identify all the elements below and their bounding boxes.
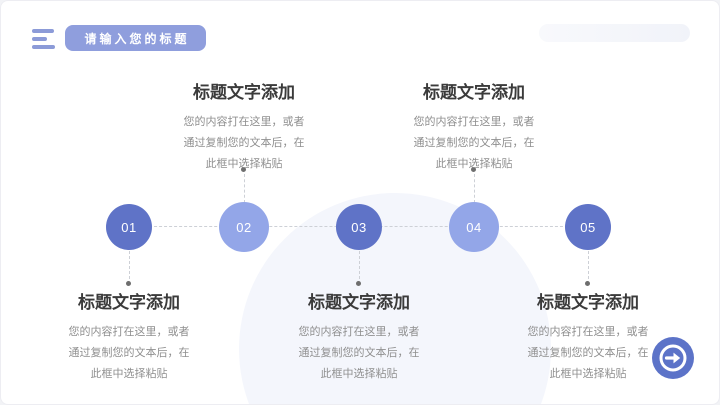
connector-dot	[356, 281, 361, 286]
step-body: 您的内容打在这里，或者 通过复制您的文本后，在 此框中选择粘贴	[44, 322, 214, 385]
step-body-line: 您的内容打在这里，或者	[527, 326, 649, 338]
step-body: 您的内容打在这里，或者 通过复制您的文本后，在 此框中选择粘贴	[159, 112, 329, 175]
connector-line	[474, 174, 475, 203]
connector-line	[244, 174, 245, 203]
step-body-line: 通过复制您的文本后，在	[68, 347, 190, 359]
step-body-line: 此框中选择粘贴	[549, 368, 627, 380]
step-body-line: 此框中选择粘贴	[320, 368, 398, 380]
step-body: 您的内容打在这里，或者 通过复制您的文本后，在 此框中选择粘贴	[503, 322, 673, 385]
step-text-block-05[interactable]: 标题文字添加 您的内容打在这里，或者 通过复制您的文本后，在 此框中选择粘贴	[503, 291, 673, 385]
connector-line	[129, 251, 130, 279]
connector-dot	[126, 281, 131, 286]
connector-dot	[241, 167, 246, 172]
menu-icon-bar	[32, 37, 47, 41]
connector-dot	[471, 167, 476, 172]
slide-title-input[interactable]: 请输入您的标题	[65, 25, 206, 51]
step-body-line: 通过复制您的文本后，在	[527, 347, 649, 359]
step-circle-04[interactable]: 04	[449, 202, 499, 252]
step-body-line: 通过复制您的文本后，在	[413, 137, 535, 149]
menu-icon[interactable]	[32, 29, 55, 49]
step-circle-02[interactable]: 02	[219, 202, 269, 252]
step-body-line: 您的内容打在这里，或者	[298, 326, 420, 338]
step-circle-01[interactable]: 01	[106, 204, 152, 250]
step-body: 您的内容打在这里，或者 通过复制您的文本后，在 此框中选择粘贴	[274, 322, 444, 385]
step-body-line: 您的内容打在这里，或者	[413, 116, 535, 128]
step-body-line: 通过复制您的文本后，在	[183, 137, 305, 149]
connector-line	[588, 251, 589, 279]
step-text-block-02[interactable]: 标题文字添加 您的内容打在这里，或者 通过复制您的文本后，在 此框中选择粘贴	[159, 81, 329, 175]
step-title: 标题文字添加	[193, 83, 295, 102]
step-body: 您的内容打在这里，或者 通过复制您的文本后，在 此框中选择粘贴	[389, 112, 559, 175]
step-circle-05[interactable]: 05	[565, 204, 611, 250]
connector-line	[359, 251, 360, 279]
step-title: 标题文字添加	[423, 83, 525, 102]
step-body-line: 此框中选择粘贴	[205, 158, 283, 170]
step-body-line: 此框中选择粘贴	[90, 368, 168, 380]
step-title: 标题文字添加	[537, 293, 639, 312]
step-text-block-01[interactable]: 标题文字添加 您的内容打在这里，或者 通过复制您的文本后，在 此框中选择粘贴	[44, 291, 214, 385]
step-body-line: 您的内容打在这里，或者	[183, 116, 305, 128]
step-circle-03[interactable]: 03	[336, 204, 382, 250]
step-body-line: 此框中选择粘贴	[435, 158, 513, 170]
header-placeholder-bar	[539, 24, 690, 42]
step-title: 标题文字添加	[308, 293, 410, 312]
arrow-right-circle-icon	[659, 344, 687, 372]
menu-icon-bar	[32, 29, 54, 33]
step-text-block-04[interactable]: 标题文字添加 您的内容打在这里，或者 通过复制您的文本后，在 此框中选择粘贴	[389, 81, 559, 175]
step-title: 标题文字添加	[78, 293, 180, 312]
connector-dot	[585, 281, 590, 286]
next-button[interactable]	[652, 337, 694, 379]
step-body-line: 您的内容打在这里，或者	[68, 326, 190, 338]
step-body-line: 通过复制您的文本后，在	[298, 347, 420, 359]
step-text-block-03[interactable]: 标题文字添加 您的内容打在这里，或者 通过复制您的文本后，在 此框中选择粘贴	[274, 291, 444, 385]
menu-icon-bar	[32, 45, 55, 49]
